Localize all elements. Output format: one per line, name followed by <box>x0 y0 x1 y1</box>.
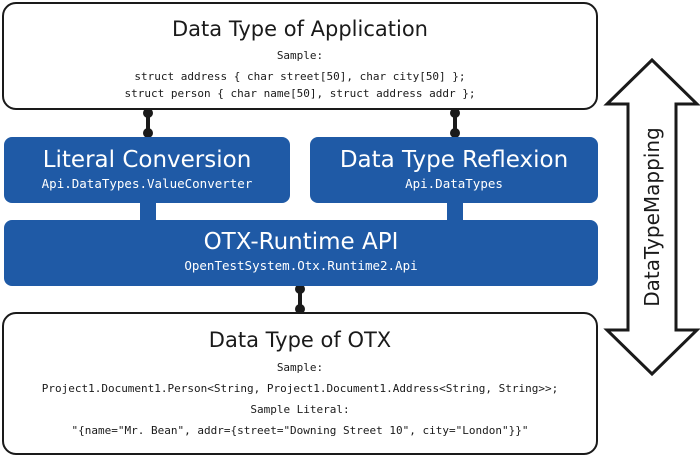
application-title: Data Type of Application <box>172 17 428 41</box>
literal-conversion-subtitle: Api.DataTypes.ValueConverter <box>41 176 253 191</box>
otx-runtime-api-title: OTX-Runtime API <box>203 229 399 255</box>
otx-literal-label: Sample Literal: <box>250 403 350 416</box>
literal-runtime-bridge <box>140 200 156 224</box>
connector-dots <box>143 108 460 314</box>
otx-runtime-api-subtitle: OpenTestSystem.Otx.Runtime2.Api <box>184 258 418 273</box>
application-datatype-box: Data Type of Application Sample: struct … <box>2 2 598 110</box>
literal-conversion-title: Literal Conversion <box>42 147 252 173</box>
literal-conversion-box: Literal Conversion Api.DataTypes.ValueCo… <box>4 137 290 203</box>
data-type-reflexion-box: Data Type Reflexion Api.DataTypes <box>310 137 598 203</box>
data-type-reflexion-title: Data Type Reflexion <box>339 147 569 173</box>
connector-dot <box>143 128 153 138</box>
mapping-arrow-shape <box>603 57 700 377</box>
connector-dot <box>450 108 460 118</box>
application-code-line-2: struct person { char name[50], struct ad… <box>124 87 476 100</box>
reflexion-runtime-bridge <box>447 200 463 224</box>
otx-sample-label: Sample: <box>276 361 324 374</box>
connector-dot <box>295 304 305 314</box>
data-type-mapping-label: DataTypeMapping <box>640 127 664 307</box>
otx-sample-code: Project1.Document1.Person<String, Projec… <box>41 382 559 395</box>
connector-dot <box>143 108 153 118</box>
otx-title: Data Type of OTX <box>208 328 392 352</box>
data-type-reflexion-subtitle: Api.DataTypes <box>405 176 503 191</box>
application-code-line-1: struct address { char street[50], char c… <box>134 70 466 83</box>
connector-dot <box>450 128 460 138</box>
otx-datatype-box: Data Type of OTX Sample: Project1.Docume… <box>2 312 598 455</box>
otx-literal-code: "{name="Mr. Bean", addr={street="Downing… <box>71 424 529 437</box>
connector-dot <box>295 284 305 294</box>
otx-runtime-api-box: OTX-Runtime API OpenTestSystem.Otx.Runti… <box>4 220 598 286</box>
application-sample-label: Sample: <box>276 49 324 62</box>
